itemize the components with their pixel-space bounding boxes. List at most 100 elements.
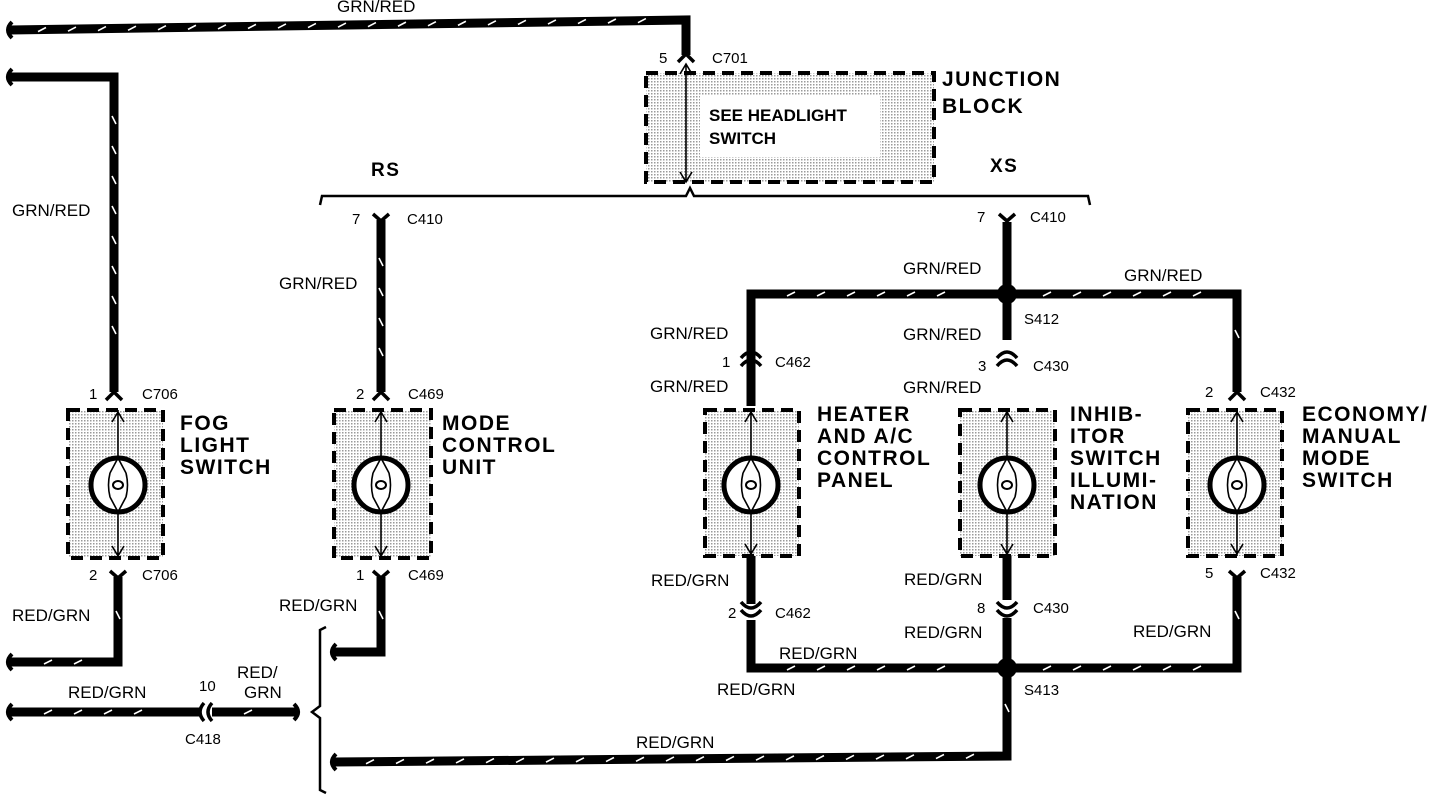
junction-block xyxy=(644,62,936,184)
wire-label-top-feed: GRN/RED xyxy=(337,0,415,16)
wire-stripe xyxy=(1192,291,1202,297)
filament-loop xyxy=(745,480,757,490)
wire-label-xs-riser: GRN/RED xyxy=(903,259,981,278)
c462-bottom-name: C462 xyxy=(775,605,811,622)
wire-stripe xyxy=(397,21,407,27)
bulb-icon xyxy=(1207,455,1267,515)
c430-bottom-pin: 8 xyxy=(977,600,985,617)
variant-bracket xyxy=(318,185,1092,206)
wire-stripe xyxy=(187,24,197,31)
wire-stripe xyxy=(115,610,121,620)
wire-stripe xyxy=(455,758,465,764)
wire-stripe xyxy=(73,709,83,715)
wire-stripe xyxy=(103,709,113,715)
bulb-filament-icon xyxy=(996,457,1018,513)
junction-block-name-2: BLOCK xyxy=(942,95,1024,118)
wire-stripe xyxy=(1132,291,1142,297)
bulb-filament-icon xyxy=(107,457,129,513)
wire-stripe xyxy=(111,175,117,185)
c432-bottom-name: C432 xyxy=(1260,565,1296,582)
splice-s413-label: S413 xyxy=(1024,682,1059,699)
heater-ac-panel-name-line: PANEL xyxy=(817,469,894,492)
wire-stripe xyxy=(1162,291,1172,297)
wire-stripe xyxy=(547,19,557,25)
wire-stripe xyxy=(605,756,615,763)
wire-stripe xyxy=(545,757,555,763)
wire-stripe xyxy=(43,709,53,715)
wire-stripe xyxy=(1234,610,1240,620)
wire-stripe xyxy=(786,291,796,297)
junction-block-name-1: JUNCTION xyxy=(942,68,1061,91)
wire-stripe xyxy=(111,295,117,305)
wire-stripe xyxy=(936,665,946,671)
junction-block-label-bg xyxy=(700,95,880,157)
inhibitor-switch-name-line: NATION xyxy=(1070,491,1158,514)
c462-top-name: C462 xyxy=(775,354,811,371)
c432-top-pin: 2 xyxy=(1205,384,1213,401)
connector-c701-symbol xyxy=(676,51,696,64)
wire-stripe xyxy=(846,665,856,671)
wire-stripe xyxy=(37,26,47,33)
wire-label-inhibitor-c430-lower: RED/GRN xyxy=(904,623,982,642)
c430-top-pin: 3 xyxy=(978,358,986,375)
inhibitor-switch-name-line: SWITCH xyxy=(1070,447,1162,470)
c469-top-pin: 2 xyxy=(356,386,364,403)
connector-c432-top-symbol xyxy=(1227,389,1247,402)
wire-end-arrow xyxy=(6,652,14,672)
c410-xs-name: C410 xyxy=(1030,209,1066,226)
mode-control-unit-name-line: MODE xyxy=(442,412,511,435)
wire-stripe xyxy=(97,25,107,32)
wire-stripe xyxy=(378,317,384,327)
wire-stripe xyxy=(1162,665,1172,671)
wire-label-right-branch-top: GRN/RED xyxy=(1124,266,1202,285)
wire-stripe xyxy=(1192,665,1202,671)
wire-stripe xyxy=(906,665,916,671)
wire-stripe xyxy=(111,265,117,275)
c410-rs-pin: 7 xyxy=(352,211,360,228)
c706-bottom-name: C706 xyxy=(142,567,178,584)
connector-symbols xyxy=(104,51,1247,723)
inhibitor-switch-name-line: ILLUMI- xyxy=(1070,469,1157,492)
wire-stripe xyxy=(816,665,826,671)
wire-stripe xyxy=(427,20,437,27)
wire-stripe xyxy=(1072,291,1082,297)
inhibitor-switch-name-line: ITOR xyxy=(1070,425,1126,448)
wire-stripe xyxy=(575,757,585,763)
connector-c430-top-symbol xyxy=(995,350,1019,368)
variant-rs-label: RS xyxy=(371,160,400,181)
filament-loop xyxy=(1231,480,1243,490)
wire-stripe xyxy=(875,754,885,760)
wire-stripe xyxy=(367,21,377,28)
c469-bottom-pin: 1 xyxy=(356,567,364,584)
wire-stripe xyxy=(935,753,945,760)
wire-stripe xyxy=(936,291,946,297)
wire-top-feed xyxy=(9,15,691,55)
bulb-icon xyxy=(351,455,411,515)
wire-label-inhibitor-ground: RED/GRN xyxy=(904,570,982,589)
wire-fog-ground xyxy=(10,577,123,667)
c430-bottom-name: C430 xyxy=(1033,600,1069,617)
wire-stripe xyxy=(243,709,253,715)
junction-block-link xyxy=(679,62,693,184)
wire-stripe xyxy=(111,235,117,245)
connector-c410-xs-symbol xyxy=(997,212,1017,224)
heater-ac-panel xyxy=(703,408,801,558)
connector-c469-bottom-symbol xyxy=(371,569,391,581)
wire-stripe xyxy=(635,756,645,763)
wire-stripe xyxy=(1234,329,1240,339)
wire-stripe xyxy=(247,23,257,30)
splice-s412-dot xyxy=(997,284,1017,304)
wire-stripe xyxy=(1102,665,1112,671)
wire-stripe xyxy=(378,347,384,357)
wire-stripe xyxy=(127,25,137,31)
wire-stripe xyxy=(1132,665,1142,671)
c701-name: C701 xyxy=(712,50,748,67)
wire-end-arrow xyxy=(6,20,14,40)
wires xyxy=(9,15,1242,767)
filament-loop xyxy=(1001,480,1013,490)
c701-pin: 5 xyxy=(659,50,667,67)
fog-light-switch-name-line: FOG xyxy=(180,412,230,435)
wire-stripe xyxy=(816,291,826,297)
wire-stripe xyxy=(395,758,405,765)
wire-end-arrow xyxy=(6,702,14,722)
